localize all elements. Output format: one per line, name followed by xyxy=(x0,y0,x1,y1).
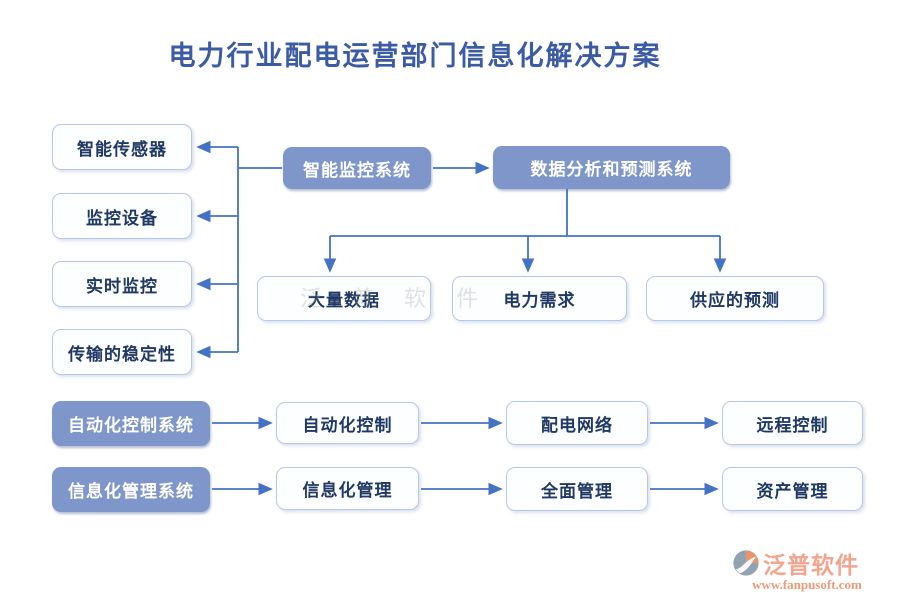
page-title: 电力行业配电运营部门信息化解决方案 xyxy=(168,41,662,71)
brand-url[interactable]: www.fanpusoft.com xyxy=(752,577,862,592)
node-automation-control-system[interactable]: 自动化控制系统 xyxy=(52,401,210,446)
node-remote-control[interactable]: 远程控制 xyxy=(722,401,863,445)
node-automation-control[interactable]: 自动化控制 xyxy=(276,402,419,444)
node-info-management-system[interactable]: 信息化管理系统 xyxy=(52,467,210,512)
brand-footer: 泛普软件 www.fanpusoft.com xyxy=(732,546,882,592)
node-power-demand[interactable]: 电力需求 xyxy=(452,276,627,321)
node-analysis-forecast-system[interactable]: 数据分析和预测系统 xyxy=(493,146,730,189)
fanpu-logo-icon xyxy=(733,550,759,576)
node-monitor-device[interactable]: 监控设备 xyxy=(52,193,192,239)
node-info-management[interactable]: 信息化管理 xyxy=(276,467,419,510)
brand-name: 泛普软件 xyxy=(763,553,859,578)
node-asset-management[interactable]: 资产管理 xyxy=(722,467,863,511)
node-comprehensive-management[interactable]: 全面管理 xyxy=(506,467,648,511)
node-big-data[interactable]: 大量数据 xyxy=(257,276,431,321)
node-smart-monitor-system[interactable]: 智能监控系统 xyxy=(283,147,431,189)
node-supply-forecast[interactable]: 供应的预测 xyxy=(646,276,824,321)
node-transmission-stability[interactable]: 传输的稳定性 xyxy=(52,329,192,375)
node-smart-sensor[interactable]: 智能传感器 xyxy=(52,124,192,170)
node-realtime-monitor[interactable]: 实时监控 xyxy=(52,261,192,307)
node-distribution-network[interactable]: 配电网络 xyxy=(506,401,648,445)
